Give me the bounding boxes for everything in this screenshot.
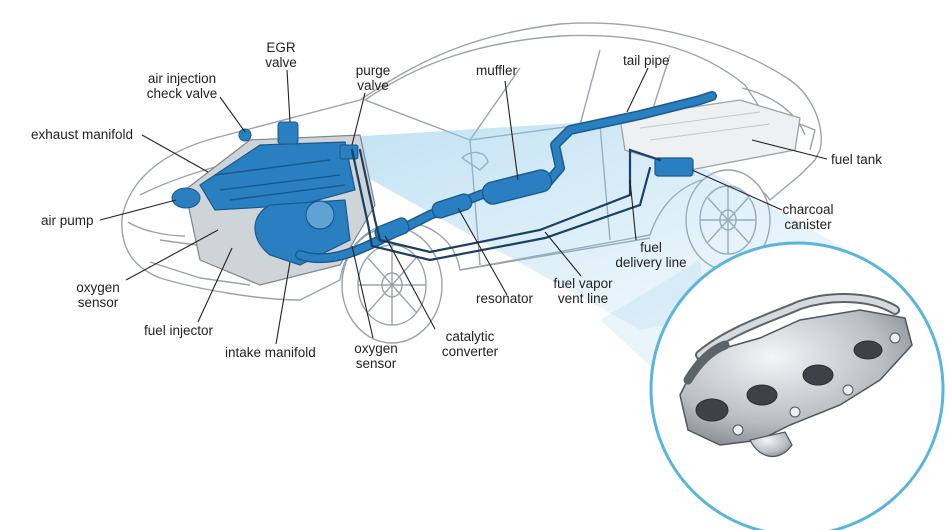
catalytic-converter-icon xyxy=(374,217,410,243)
engine-icon xyxy=(171,121,376,286)
exhaust-pipe-icon xyxy=(295,91,717,264)
fuel-lines-icon xyxy=(350,148,662,262)
muffler-icon xyxy=(481,169,553,205)
label-fuel-tank: fuel tank xyxy=(831,152,883,167)
fuel-tank-icon xyxy=(619,99,801,171)
label-air-pump: air pump xyxy=(41,213,94,228)
label-fuel-injector: fuel injector xyxy=(144,323,214,338)
front-wheel-icon xyxy=(341,226,443,344)
label-intake-manifold: intake manifold xyxy=(225,345,316,360)
exhaust-manifold-part-icon xyxy=(679,293,913,457)
charcoal-canister-icon xyxy=(654,157,694,177)
resonator-icon xyxy=(431,193,473,219)
leader-lines xyxy=(99,67,828,345)
label-exhaust-manifold: exhaust manifold xyxy=(31,127,134,142)
label-muffler: muffler xyxy=(476,63,518,78)
label-resonator: resonator xyxy=(476,291,534,306)
label-tail-pipe: tail pipe xyxy=(623,53,670,68)
